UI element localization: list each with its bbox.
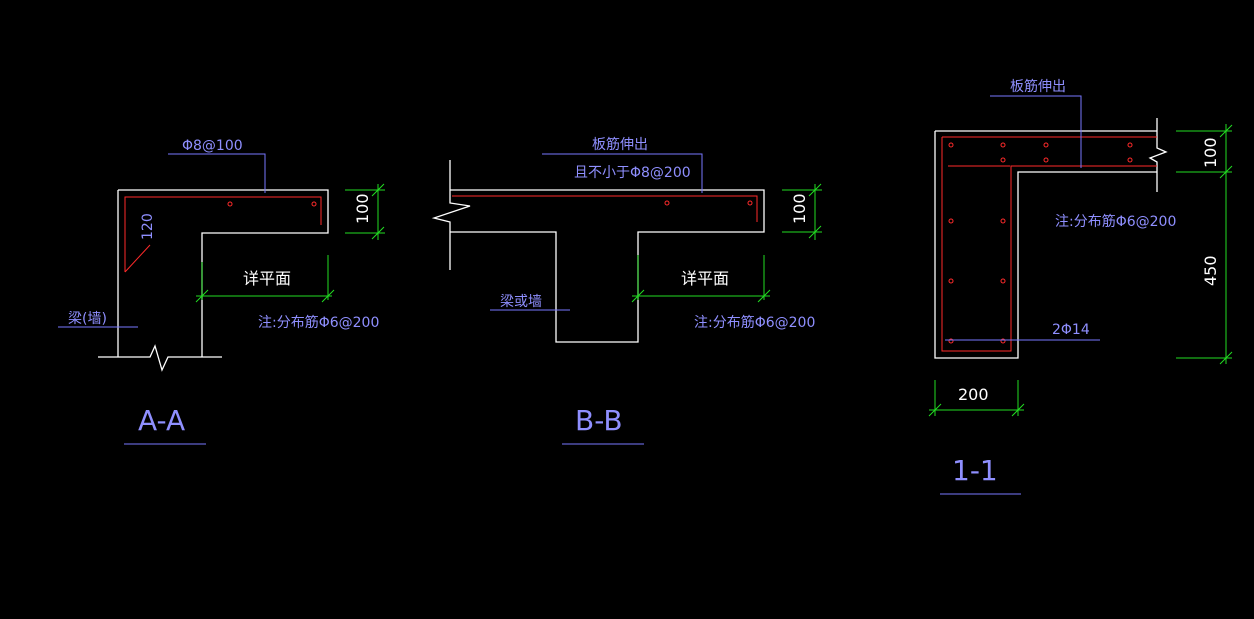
bb-section-title: B-B bbox=[575, 404, 623, 437]
bb-beam-label: 梁或墙 bbox=[500, 294, 542, 310]
bb-detail-note: 详平面 bbox=[681, 269, 729, 288]
section-bb: 板筋伸出 且不小于Φ8@200 100 详平面 梁或墙 注:分布筋Φ6@200 … bbox=[431, 136, 822, 445]
s11-dim-tick bbox=[1219, 165, 1233, 179]
s11-bar-dots bbox=[948, 142, 1133, 344]
s11-outline bbox=[934, 130, 1157, 359]
aa-leader-line bbox=[168, 153, 266, 193]
aa-dim-tick bbox=[371, 226, 385, 240]
s11-dim-height: 450 bbox=[1201, 255, 1220, 286]
s11-rebar-stirrup bbox=[941, 136, 1157, 352]
aa-detail-dim-tick bbox=[321, 289, 335, 303]
bb-dim-tick bbox=[808, 225, 822, 239]
bb-break-line bbox=[431, 160, 471, 270]
s11-rebar-label: 板筋伸出 bbox=[1010, 78, 1066, 95]
bb-rebar-label-2: 且不小于Φ8@200 bbox=[574, 165, 691, 181]
bb-bar-dot bbox=[664, 200, 670, 206]
aa-rebar-label: Φ8@100 bbox=[182, 138, 243, 154]
s11-dim-tick bbox=[1219, 351, 1233, 365]
bb-leader-line bbox=[542, 153, 703, 193]
bb-dim-thickness: 100 bbox=[790, 193, 809, 224]
s11-break-line bbox=[1148, 118, 1168, 192]
aa-detail-dim-tick bbox=[195, 289, 209, 303]
aa-distribution-note: 注:分布筋Φ6@200 bbox=[258, 314, 379, 331]
aa-dim-thickness: 100 bbox=[353, 193, 372, 224]
aa-bar-dot bbox=[311, 201, 317, 207]
aa-break-line bbox=[98, 344, 222, 372]
aa-rebar bbox=[124, 196, 322, 272]
section-1-1: 板筋伸出 100 450 200 注:分布筋Φ6@200 2Φ14 1-1 bbox=[928, 78, 1233, 495]
s11-distribution-note: 注:分布筋Φ6@200 bbox=[1055, 213, 1176, 230]
aa-beam-label: 梁(墙) bbox=[68, 311, 107, 327]
s11-section-title: 1-1 bbox=[952, 454, 998, 487]
s11-dim-thickness: 100 bbox=[1201, 137, 1220, 168]
bb-detail-dim-tick bbox=[757, 289, 771, 303]
bb-dim-tick bbox=[808, 183, 822, 197]
aa-rebar-hook bbox=[124, 244, 151, 273]
aa-bar-dot bbox=[227, 201, 233, 207]
bb-detail-dim-tick bbox=[631, 289, 645, 303]
s11-width-dim-tick bbox=[1011, 403, 1025, 417]
s11-width-dim-tick bbox=[928, 403, 942, 417]
aa-detail-note: 详平面 bbox=[243, 269, 291, 288]
s11-dim-width: 200 bbox=[958, 385, 989, 404]
section-aa: Φ8@100 100 120 详平面 梁(墙) 注:分布筋Φ6@200 A-A bbox=[58, 138, 385, 445]
aa-dim-tick bbox=[371, 183, 385, 197]
s11-dim-tick bbox=[1219, 124, 1233, 138]
bb-rebar bbox=[452, 195, 758, 222]
s11-bottom-bar-label: 2Φ14 bbox=[1052, 322, 1090, 338]
bb-bar-dot bbox=[747, 200, 753, 206]
aa-dim-side: 120 bbox=[140, 213, 156, 240]
bb-rebar-label-1: 板筋伸出 bbox=[592, 136, 648, 153]
aa-section-title: A-A bbox=[138, 404, 185, 437]
bb-distribution-note: 注:分布筋Φ6@200 bbox=[694, 314, 815, 331]
s11-leader-line bbox=[990, 95, 1082, 168]
